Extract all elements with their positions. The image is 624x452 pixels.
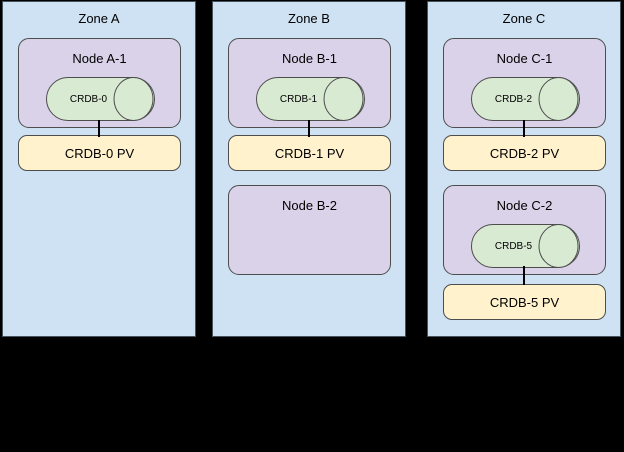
zone-c: Zone C Node C-1 CRDB-2 CRDB-2 PV Node C-… bbox=[427, 1, 621, 337]
crdb-2-database-cylinder-icon: CRDB-2 bbox=[471, 77, 580, 121]
crdb-0-database-cylinder-icon: CRDB-0 bbox=[46, 77, 155, 121]
crdb-2-pv-box: CRDB-2 PV bbox=[443, 135, 606, 171]
crdb-5-label: CRDB-5 bbox=[494, 240, 533, 252]
crdb-2-label: CRDB-2 bbox=[494, 93, 533, 105]
node-c-1: Node C-1 CRDB-2 bbox=[443, 38, 606, 128]
connector-line bbox=[98, 120, 100, 137]
connector-line bbox=[523, 120, 525, 137]
zone-a-label: Zone A bbox=[78, 11, 120, 26]
node-b-2-label: Node B-2 bbox=[282, 198, 337, 213]
node-b-2: Node B-2 bbox=[228, 185, 391, 275]
zone-b-label: Zone B bbox=[288, 11, 330, 26]
crdb-5-pv-box: CRDB-5 PV bbox=[443, 284, 606, 320]
crdb-1-pv-label: CRDB-1 PV bbox=[274, 145, 345, 161]
node-b-1-label: Node B-1 bbox=[282, 51, 337, 66]
crdb-5-database-cylinder-icon: CRDB-5 bbox=[471, 224, 580, 268]
crdb-1-pv-box: CRDB-1 PV bbox=[228, 135, 391, 171]
node-a-1-label: Node A-1 bbox=[72, 51, 127, 66]
connector-line bbox=[308, 120, 310, 137]
crdb-0-pv-box: CRDB-0 PV bbox=[18, 135, 181, 171]
node-b-1: Node B-1 CRDB-1 bbox=[228, 38, 391, 128]
zone-a: Zone A Node A-1 CRDB-0 CRDB-0 PV bbox=[2, 1, 196, 337]
zone-b: Zone B Node B-1 CRDB-1 CRDB-1 PV Node B-… bbox=[212, 1, 406, 337]
node-c-1-label: Node C-1 bbox=[496, 51, 553, 66]
crdb-1-database-cylinder-icon: CRDB-1 bbox=[256, 77, 365, 121]
crdb-0-pv-label: CRDB-0 PV bbox=[64, 145, 135, 161]
crdb-2-pv-label: CRDB-2 PV bbox=[489, 145, 560, 161]
crdb-1-label: CRDB-1 bbox=[279, 93, 318, 105]
crdb-0-label: CRDB-0 bbox=[69, 93, 108, 105]
node-c-2-label: Node C-2 bbox=[496, 198, 553, 213]
connector-line bbox=[523, 266, 525, 285]
crdb-5-pv-label: CRDB-5 PV bbox=[489, 294, 560, 310]
zone-c-label: Zone C bbox=[502, 11, 546, 26]
node-c-2: Node C-2 CRDB-5 bbox=[443, 185, 606, 275]
node-a-1: Node A-1 CRDB-0 bbox=[18, 38, 181, 128]
